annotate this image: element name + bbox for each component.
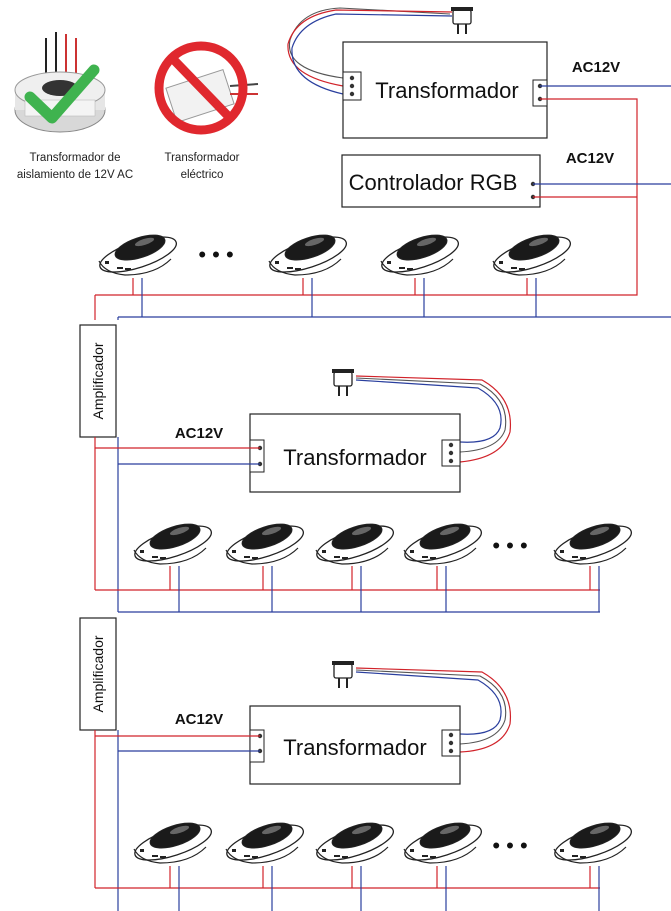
- voltage-label-1: AC12V: [572, 59, 620, 76]
- pool-lamp-icon: [312, 518, 398, 569]
- ellipsis-row-1: • • •: [198, 242, 233, 267]
- pool-lamp-icon: [489, 229, 575, 280]
- pool-lamp-icon: [130, 518, 216, 569]
- transformer-label-top: Transformador: [375, 78, 518, 103]
- plug-icon-middle: [331, 368, 355, 397]
- pool-lamp-icon: [550, 518, 636, 569]
- pool-lamp-icon: [95, 229, 181, 280]
- pool-lamp-icon: [550, 817, 636, 868]
- transformer-box-middle: [249, 413, 461, 493]
- pool-lamp-icon: [377, 229, 463, 280]
- voltage-label-3: AC12V: [175, 425, 223, 442]
- plug-icon-top: [450, 6, 474, 35]
- pool-lamp-icon: [222, 817, 308, 868]
- plug-icon-bottom: [331, 660, 355, 689]
- pool-lamp-icon: [400, 817, 486, 868]
- pool-lamp-icon: [222, 518, 308, 569]
- caption-electric-line1: Transformador: [165, 152, 240, 164]
- amplifier-label-2: Amplificador: [90, 635, 106, 712]
- pool-lamp-icon: [130, 817, 216, 868]
- transformer-label-bottom: Transformador: [283, 735, 426, 760]
- pool-lamp-icon: [265, 229, 351, 280]
- ellipsis-row-3: • • •: [492, 833, 527, 858]
- caption-electric-line2: eléctrico: [181, 169, 224, 181]
- ellipsis-row-2: • • •: [492, 533, 527, 558]
- caption-isolation-line1: Transformador de: [30, 152, 121, 164]
- transformer-label-middle: Transformador: [283, 445, 426, 470]
- amplifier-box-2: [79, 617, 117, 731]
- caption-isolation-line2: aislamiento de 12V AC: [17, 169, 133, 181]
- transformer-box-top: [342, 41, 548, 139]
- no-entry-icon: [154, 41, 248, 135]
- check-icon: [24, 64, 100, 124]
- pool-lamp-icon: [312, 817, 398, 868]
- voltage-label-2: AC12V: [566, 150, 614, 167]
- voltage-label-4: AC12V: [175, 711, 223, 728]
- transformer-box-bottom: [249, 705, 461, 785]
- amplifier-label-1: Amplificador: [90, 342, 106, 419]
- rgb-controller-label: Controlador RGB: [349, 170, 518, 195]
- amplifier-box-1: [79, 324, 117, 438]
- rgb-controller-box: [341, 154, 541, 208]
- pool-lamp-icon: [400, 518, 486, 569]
